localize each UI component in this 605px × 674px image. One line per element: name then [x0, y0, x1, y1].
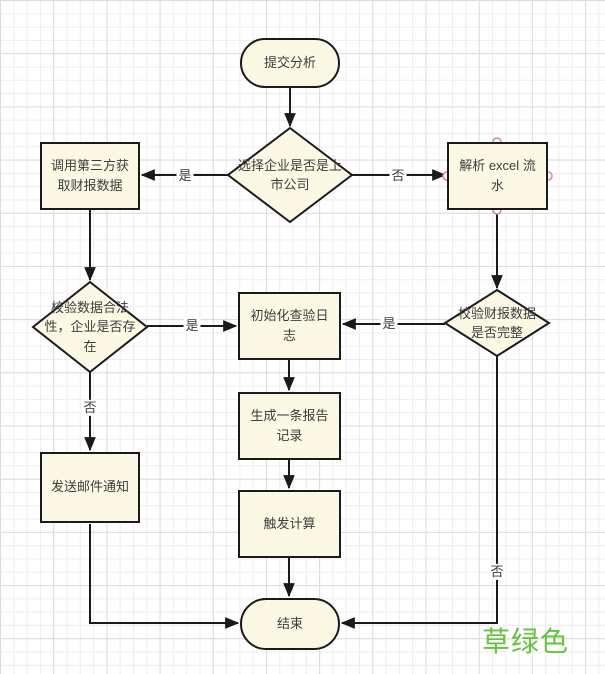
node-send-email[interactable]: 发送邮件通知	[40, 452, 140, 523]
node-validate-report-shape[interactable]	[443, 288, 551, 358]
node-decision-listed-shape[interactable]	[226, 126, 354, 224]
annotation-text[interactable]: 草绿色	[482, 626, 570, 657]
edge-label-validate-report-no[interactable]: 否	[488, 563, 506, 581]
node-decision-listed-label[interactable]: 选择企业是否是上市公司	[238, 157, 343, 193]
node-end[interactable]: 结束	[240, 598, 340, 650]
node-start[interactable]: 提交分析	[240, 38, 340, 88]
node-trigger-calc[interactable]: 触发计算	[238, 490, 341, 558]
edge-label-listed-yes[interactable]: 是	[176, 167, 194, 185]
node-call-third-party[interactable]: 调用第三方获取财报数据	[40, 142, 140, 210]
edge-label-listed-no[interactable]: 否	[389, 167, 407, 185]
edge-label-validate-report-yes[interactable]: 是	[380, 315, 398, 333]
edge-validate-report-no[interactable]	[340, 356, 498, 629]
edge-email-to-end[interactable]	[89, 524, 240, 629]
edge-label-validate-data-no[interactable]: 否	[81, 399, 99, 417]
edge-label-validate-data-yes[interactable]: 是	[183, 317, 201, 335]
node-parse-excel[interactable]: 解析 excel 流水	[447, 142, 548, 210]
node-validate-data-label[interactable]: 校验数据合法性，企业是否存在	[44, 299, 136, 354]
node-validate-data-shape[interactable]	[31, 280, 149, 374]
node-validate-report-label[interactable]: 校验财报数据是否完整	[457, 305, 536, 341]
node-init-log[interactable]: 初始化查验日志	[238, 292, 341, 360]
node-create-report[interactable]: 生成一条报告记录	[238, 392, 341, 460]
